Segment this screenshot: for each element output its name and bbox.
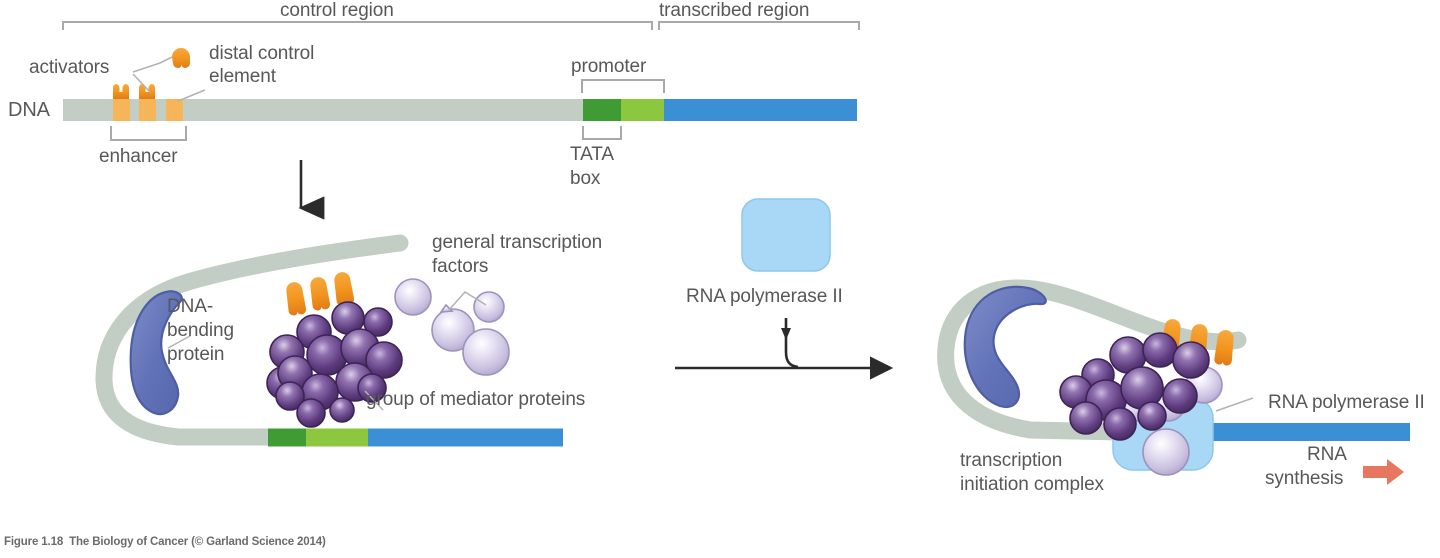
dna-bending-protein-leader — [167, 335, 191, 349]
mediator-protein-cluster-right — [1059, 332, 1210, 441]
tata-box-label-line1: TATA — [570, 144, 614, 165]
rna-polymerase-ii-label-right: RNA polymerase II — [1268, 392, 1425, 413]
tata-box-label-line2: box — [570, 168, 601, 189]
activator-binding-box-2 — [139, 99, 156, 121]
left-tata-segment — [268, 428, 306, 447]
mediator-proteins-leader — [364, 390, 384, 411]
activator-protein-loop-1 — [286, 282, 307, 316]
group-of-mediator-proteins-label: group of mediator proteins — [366, 389, 586, 410]
dna-backbone-bar — [63, 99, 583, 121]
left-transcribed-segment — [368, 428, 563, 447]
rna-polymerase-ii-label-middle: RNA polymerase II — [686, 286, 843, 307]
control-region-label: control region — [280, 0, 394, 21]
rna-polymerase-ii-shape — [741, 198, 831, 272]
activator-protein-free — [172, 48, 190, 69]
general-transcription-factors-label-line1: general transcription — [432, 232, 603, 253]
dna-bending-protein-label-line3: protein — [167, 344, 225, 365]
control-region-bracket — [62, 21, 653, 30]
activator-protein-loop-2 — [310, 277, 331, 311]
right-transcribed-segment — [1210, 423, 1410, 441]
left-promoter-downstream-segment — [306, 428, 368, 447]
enhancer-label: enhancer — [99, 146, 178, 167]
transcribed-region-bracket — [658, 21, 860, 30]
rna-synthesis-arrow — [1363, 459, 1404, 485]
dna-bending-protein-left — [129, 290, 183, 416]
rna-polymerase-ii-leader-right — [1215, 397, 1254, 412]
transcription-initiation-complex-label-line1: transcription — [960, 450, 1063, 471]
distal-control-element-label-line1: distal control — [209, 43, 315, 64]
right-dna-loop — [937, 279, 1247, 441]
mediator-protein-cluster-left — [266, 301, 403, 428]
tata-box-bracket — [582, 126, 622, 140]
activators-label: activators — [29, 57, 110, 78]
rna-synthesis-label-line1: RNA — [1307, 444, 1347, 465]
activators-leader-lines — [132, 56, 173, 93]
general-transcription-factors-label-line2: factors — [432, 256, 489, 277]
distal-control-element-label-line2: element — [209, 66, 276, 87]
activator-protein-loop-3 — [334, 272, 355, 306]
distal-control-element-leader — [177, 89, 206, 102]
transcribed-region-segment — [664, 99, 857, 121]
dna-label: DNA — [8, 99, 50, 121]
transcribed-region-label: transcribed region — [659, 0, 810, 21]
promoter-bracket — [581, 79, 665, 93]
enhancer-bracket — [110, 126, 187, 141]
activator-protein-right-3 — [1214, 330, 1234, 366]
promoter-label: promoter — [571, 56, 647, 77]
transcription-initiation-complex-label-line2: initiation complex — [960, 474, 1104, 495]
rna-synthesis-label-line2: synthesis — [1265, 468, 1344, 489]
promoter-downstream-segment — [621, 99, 664, 121]
figure-caption: Figure 1.18 The Biology of Cancer (© Gar… — [4, 536, 326, 548]
dna-bending-protein-label-line2: bending — [167, 320, 234, 341]
tata-box-segment — [583, 99, 621, 121]
general-transcription-factors-leader — [448, 291, 487, 311]
dna-bending-protein-label-line1: DNA- — [167, 296, 214, 317]
general-transcription-factor-spheres — [394, 278, 510, 376]
distal-control-element-box — [166, 99, 183, 121]
reaction-arrow — [675, 318, 894, 380]
activator-protein-top-2 — [138, 84, 156, 99]
activator-binding-box-1 — [113, 99, 130, 121]
left-dna-loop — [95, 234, 409, 446]
dna-bending-protein-right — [963, 285, 1047, 408]
activator-protein-top-1 — [112, 84, 130, 99]
